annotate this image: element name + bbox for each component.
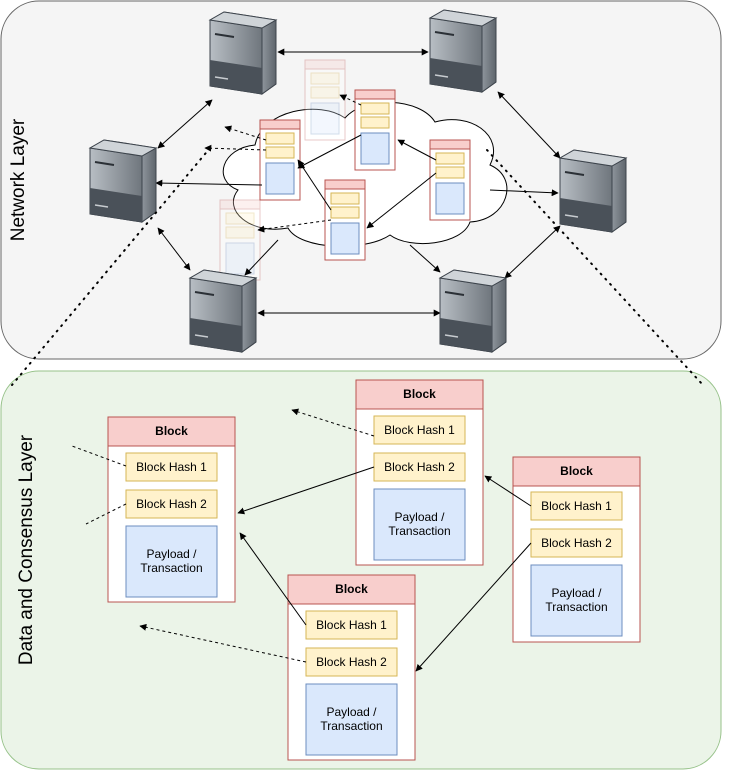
network-layer: Network Layer <box>0 0 722 360</box>
payload-label-line1: Payload / <box>326 705 377 719</box>
faded-mini-block <box>304 59 346 141</box>
block-d: Block Block Hash 1 Block Hash 2 Payload … <box>287 574 416 761</box>
payload-label-line1: Payload / <box>551 586 602 600</box>
server-icon <box>439 269 507 353</box>
server-links <box>155 48 561 317</box>
block-hash-2: Block Hash 2 <box>316 655 387 669</box>
block-hash-1: Block Hash 1 <box>384 423 455 437</box>
block-title: Block <box>335 582 368 596</box>
block-hash-1: Block Hash 1 <box>316 618 387 632</box>
block-links <box>71 408 532 672</box>
block-hash-2: Block Hash 2 <box>384 460 455 474</box>
server-icon <box>429 9 497 93</box>
server-icon <box>209 11 277 95</box>
block-c: Block Block Hash 1 Block Hash 2 Payload … <box>512 456 641 643</box>
payload-label-line1: Payload / <box>394 510 445 524</box>
block-hash-1: Block Hash 1 <box>136 460 207 474</box>
mini-block-links <box>204 94 437 233</box>
server-icon <box>89 139 157 223</box>
payload-label-line2: Transaction <box>388 524 450 538</box>
payload-label-line1: Payload / <box>146 547 197 561</box>
data-layer-label: Data and Consensus Layer <box>16 434 37 665</box>
mini-block <box>429 139 471 221</box>
block-title: Block <box>155 424 188 438</box>
payload-label-line2: Transaction <box>140 561 202 575</box>
payload-label-line2: Transaction <box>320 719 382 733</box>
server-icon <box>559 149 627 233</box>
block-title: Block <box>403 387 436 401</box>
block-a: Block Block Hash 1 Block Hash 2 Payload … <box>107 416 236 603</box>
server-icon <box>189 269 257 353</box>
block-hash-2: Block Hash 2 <box>541 536 612 550</box>
mini-block <box>259 119 301 201</box>
zoom-guide-lines <box>11 147 704 386</box>
network-layer-label: Network Layer <box>8 118 29 241</box>
mini-block <box>354 89 396 171</box>
block-title: Block <box>560 464 593 478</box>
block-hash-1: Block Hash 1 <box>541 499 612 513</box>
block-hash-2: Block Hash 2 <box>136 497 207 511</box>
faded-mini-block <box>219 199 261 281</box>
payload-label-line2: Transaction <box>545 600 607 614</box>
block-b: Block Block Hash 1 Block Hash 2 Payload … <box>355 379 484 566</box>
